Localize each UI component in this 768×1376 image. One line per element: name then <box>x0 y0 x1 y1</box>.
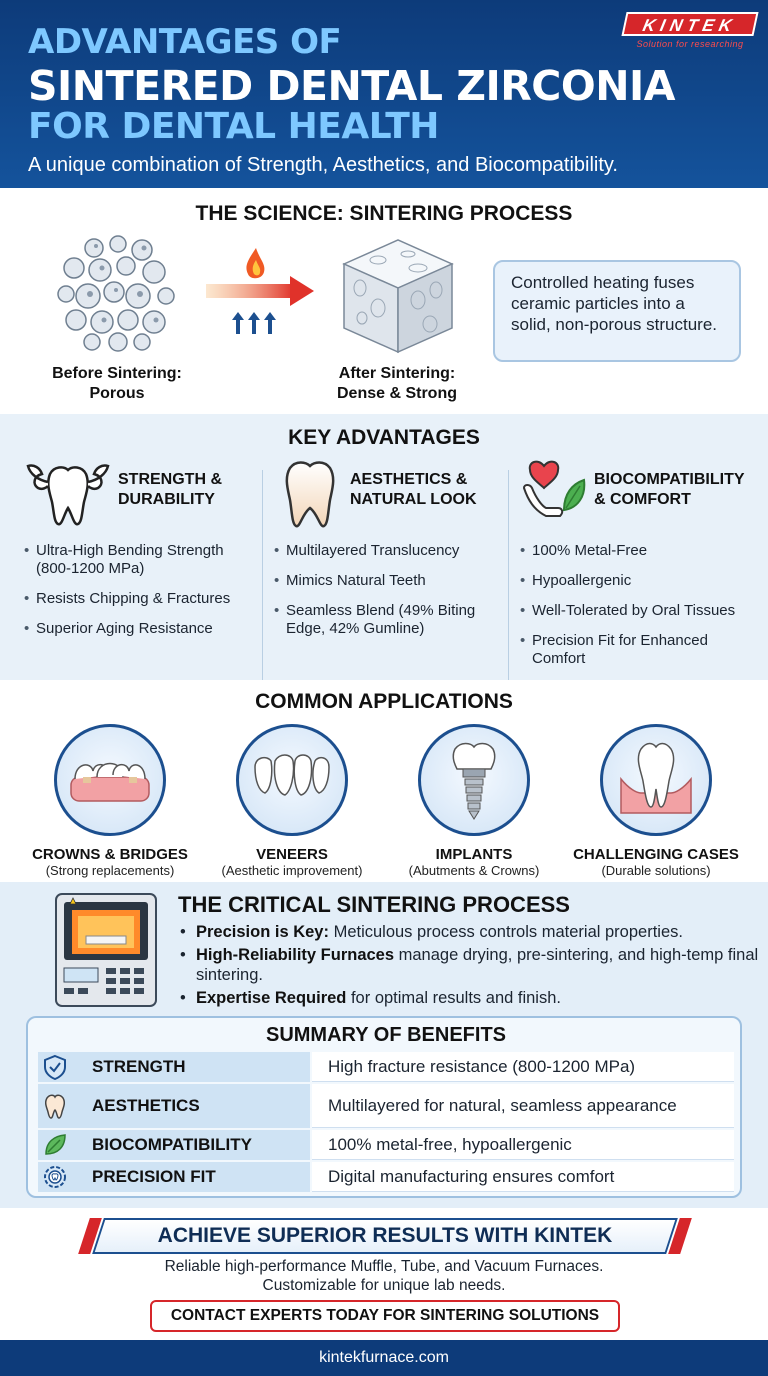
before-sintering-caption: Before Sintering: Porous <box>52 365 182 402</box>
porous-particles-icon <box>57 235 175 352</box>
footer-url-link[interactable]: kintekfurnace.com <box>0 1340 768 1376</box>
advantage-column-biocompatibility: BIOCOMPATIBILITY & COMFORT 100% Metal-Fr… <box>520 458 760 672</box>
veneers-icon <box>236 724 348 836</box>
list-item: 100% Metal-Free <box>520 542 760 560</box>
biocompatibility-title: BIOCOMPATIBILITY & COMFORT <box>594 471 745 508</box>
veneers-label: VENEERS <box>256 846 328 863</box>
after-sintering-caption: After Sintering: Dense & Strong <box>336 365 457 402</box>
tooth-icon <box>44 1094 66 1119</box>
summary-label: AESTHETICS <box>92 1096 200 1115</box>
cta-line-2: Customizable for unique lab needs. <box>262 1277 506 1294</box>
cta-line-1: Reliable high-performance Muffle, Tube, … <box>164 1258 604 1275</box>
summary-label: STRENGTH <box>92 1057 186 1076</box>
list-item: Expertise Required for optimal results a… <box>180 988 760 1008</box>
contact-experts-button[interactable]: CONTACT EXPERTS TODAY FOR SINTERING SOLU… <box>150 1300 620 1332</box>
application-challenging-cases: CHALLENGING CASES (Durable solutions) <box>566 724 746 878</box>
shield-icon <box>44 1054 66 1080</box>
dense-cube-icon <box>342 239 454 354</box>
list-item: Superior Aging Resistance <box>24 620 256 638</box>
veneers-desc: (Aesthetic improvement) <box>221 863 363 878</box>
list-item: Hypoallergenic <box>520 572 760 590</box>
list-item: Ultra-High Bending Strength (800-1200 MP… <box>24 542 256 578</box>
list-item: High-Reliability Furnaces manage drying,… <box>180 945 760 985</box>
challenging-cases-desc: (Durable solutions) <box>601 863 711 878</box>
crowns-bridge-icon <box>54 724 166 836</box>
list-item: Resists Chipping & Fractures <box>24 590 256 608</box>
title-line-2: SINTERED DENTAL ZIRCONIA <box>28 62 676 110</box>
advantage-column-aesthetics: AESTHETICS & NATURAL LOOK Multilayered T… <box>274 458 506 672</box>
list-item: Well-Tolerated by Oral Tissues <box>520 602 760 620</box>
critical-process-section: THE CRITICAL SINTERING PROCESS Precision… <box>0 882 768 1208</box>
gear-tooth-icon <box>44 1166 66 1188</box>
strength-list: Ultra-High Bending Strength (800-1200 MP… <box>24 542 256 650</box>
summary-table: SUMMARY OF BENEFITS STRENGTH High fractu… <box>26 1016 742 1198</box>
cta-banner-text: ACHIEVE SUPERIOR RESULTS WITH KINTEK <box>157 1224 613 1247</box>
summary-title: SUMMARY OF BENEFITS <box>265 1024 506 1046</box>
applications-section: COMMON APPLICATIONS CROWNS & BRIDGES (St… <box>0 680 768 882</box>
logo-mark: KINTEK <box>621 12 759 36</box>
implants-desc: (Abutments & Crowns) <box>408 863 540 878</box>
furnace-icon <box>55 893 157 1007</box>
leaf-icon <box>45 1134 66 1155</box>
list-item: Mimics Natural Teeth <box>274 572 506 590</box>
summary-value: High fracture resistance (800-1200 MPa) <box>328 1056 636 1076</box>
list-item: Precision Fit for Enhanced Comfort <box>520 632 760 668</box>
heating-arrow-icon <box>206 248 314 334</box>
critical-process-title: THE CRITICAL SINTERING PROCESS <box>178 892 570 917</box>
cta-banner: ACHIEVE SUPERIOR RESULTS WITH KINTEK <box>78 1218 692 1254</box>
title-line-3: FOR DENTAL HEALTH <box>28 106 439 147</box>
application-implants: IMPLANTS (Abutments & Crowns) <box>384 724 564 878</box>
science-section: THE SCIENCE: SINTERING PROCESS Before Si… <box>0 188 768 414</box>
tooth-icon <box>285 461 335 528</box>
tooth-gum-icon <box>600 724 712 836</box>
kintek-logo[interactable]: KINTEK Solution for researching <box>621 12 759 49</box>
cta-section: ACHIEVE SUPERIOR RESULTS WITH KINTEK Rel… <box>0 1208 768 1340</box>
title-line-1: ADVANTAGES OF <box>28 22 342 62</box>
application-crowns-bridges: CROWNS & BRIDGES (Strong replacements) <box>20 724 200 878</box>
aesthetics-list: Multilayered Translucency Mimics Natural… <box>274 542 506 650</box>
list-item: Precision is Key: Meticulous process con… <box>180 922 760 942</box>
aesthetics-title: AESTHETICS & NATURAL LOOK <box>350 471 477 508</box>
crowns-bridges-desc: (Strong replacements) <box>45 863 175 878</box>
strength-title: STRENGTH & DURABILITY <box>118 471 222 508</box>
sintering-info-box: Controlled heating fuses ceramic particl… <box>493 260 741 362</box>
table-row: STRENGTH High fracture resistance (800-1… <box>38 1052 734 1082</box>
science-title: THE SCIENCE: SINTERING PROCESS <box>195 202 573 225</box>
applications-title: COMMON APPLICATIONS <box>255 690 513 713</box>
implants-label: IMPLANTS <box>435 846 513 863</box>
application-veneers: VENEERS (Aesthetic improvement) <box>202 724 382 878</box>
summary-value: Multilayered for natural, seamless appea… <box>328 1095 677 1115</box>
strong-tooth-icon <box>26 464 110 526</box>
column-divider <box>508 470 509 682</box>
key-advantages-section: KEY ADVANTAGES STRENGTH & DURABILITY Ult… <box>0 414 768 682</box>
header-banner: ADVANTAGES OF SINTERED DENTAL ZIRCONIA F… <box>0 0 768 188</box>
crowns-bridges-label: CROWNS & BRIDGES <box>32 846 188 863</box>
summary-label: BIOCOMPATIBILITY <box>92 1135 252 1154</box>
table-row: PRECISION FIT Digital manufacturing ensu… <box>38 1162 734 1192</box>
implant-icon <box>418 724 530 836</box>
process-points: Precision is Key: Meticulous process con… <box>180 922 760 1011</box>
summary-value: Digital manufacturing ensures comfort <box>328 1166 615 1186</box>
list-item: Multilayered Translucency <box>274 542 506 560</box>
column-divider <box>262 470 263 682</box>
table-row: BIOCOMPATIBILITY 100% metal-free, hypoal… <box>38 1130 734 1160</box>
key-advantages-title: KEY ADVANTAGES <box>288 426 480 449</box>
logo-tagline: Solution for researching <box>636 39 744 49</box>
summary-label: PRECISION FIT <box>92 1167 216 1186</box>
summary-value: 100% metal-free, hypoallergenic <box>328 1134 572 1154</box>
subtitle: A unique combination of Strength, Aesthe… <box>28 154 618 176</box>
list-item: Seamless Blend (49% Biting Edge, 42% Gum… <box>274 602 506 638</box>
heart-hand-leaf-icon <box>522 460 586 517</box>
biocompatibility-list: 100% Metal-Free Hypoallergenic Well-Tole… <box>520 542 760 680</box>
table-row: AESTHETICS Multilayered for natural, sea… <box>38 1084 734 1128</box>
advantage-column-strength: STRENGTH & DURABILITY Ultra-High Bending… <box>24 458 256 672</box>
challenging-cases-label: CHALLENGING CASES <box>573 846 739 863</box>
